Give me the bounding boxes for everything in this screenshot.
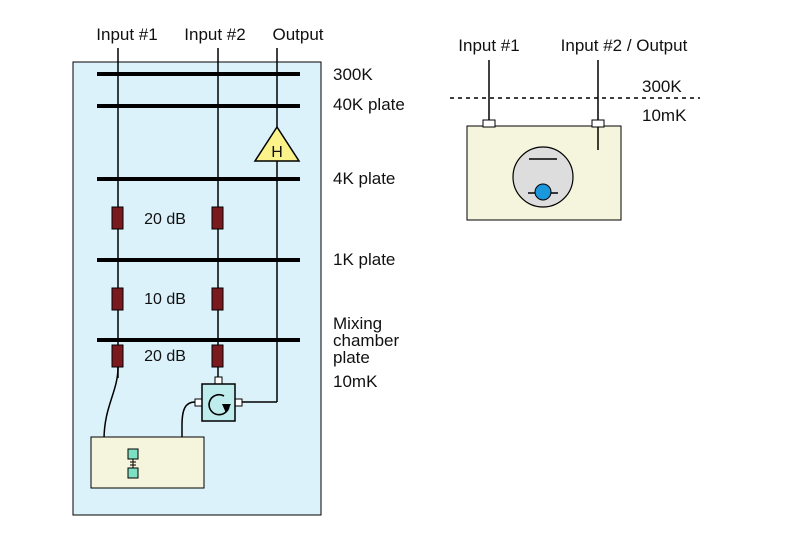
right-port-input2	[591, 119, 605, 128]
label-mixing: Mixing	[333, 314, 382, 333]
label-output: Output	[272, 25, 323, 44]
right-label-input1: Input #1	[458, 36, 519, 55]
qubit-chip	[127, 448, 139, 479]
label-1k-plate: 1K plate	[333, 250, 395, 269]
attenuator-label-20db-upper: 20 dB	[144, 211, 186, 228]
label-300k: 300K	[333, 65, 373, 84]
cavity-qubit	[512, 146, 574, 208]
qubit-dot	[534, 183, 552, 201]
hemt-amplifier	[253, 125, 301, 162]
attenuator-input1-1k	[111, 287, 124, 311]
right-label-10mk: 10mK	[642, 106, 687, 125]
label-4k-plate: 4K plate	[333, 169, 395, 188]
label-plate: plate	[333, 348, 370, 367]
attenuator-input1-mxc	[111, 344, 124, 368]
right-label-300k: 300K	[642, 77, 682, 96]
attenuator-input2-mxc	[211, 344, 224, 368]
right-port-input1	[482, 119, 496, 128]
label-input1: Input #1	[96, 25, 157, 44]
attenuator-label-20db-lower: 20 dB	[144, 348, 186, 365]
hemt-amplifier-label: H	[271, 144, 283, 161]
attenuator-input2-4k	[211, 206, 224, 230]
cable-circulator-to-sample	[181, 401, 196, 456]
sample-box	[90, 436, 205, 489]
attenuator-input1-4k	[111, 206, 124, 230]
label-chamber: chamber	[333, 331, 399, 350]
cable-input1-to-sample	[103, 366, 119, 441]
right-simplified-diagram: Input #1 Input #2 / Output 300K 10mK	[450, 36, 700, 221]
circulator	[194, 376, 243, 422]
label-40k-plate: 40K plate	[333, 95, 405, 114]
attenuator-label-10db: 10 dB	[144, 291, 186, 308]
right-label-input2-output: Input #2 / Output	[561, 36, 688, 55]
label-input2: Input #2	[184, 25, 245, 44]
left-fridge-diagram: Input #1 Input #2 Output 300K 40K plate …	[72, 25, 405, 516]
label-10mk: 10mK	[333, 372, 378, 391]
attenuator-input2-1k	[211, 287, 224, 311]
